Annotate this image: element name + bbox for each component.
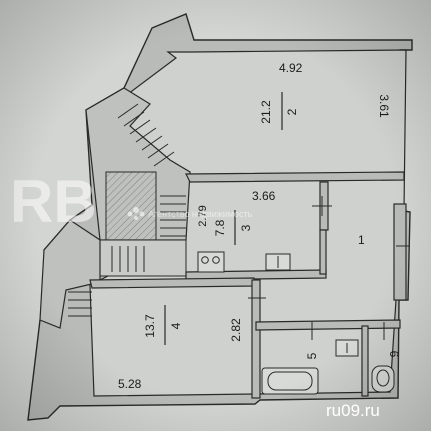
room-4-number: 4 (169, 322, 183, 329)
room-6-number: 6 (387, 351, 401, 358)
room-4-area: 13.7 (143, 314, 157, 338)
watermark-logo-letters: RB (10, 168, 97, 235)
room-3-width: 3.66 (252, 189, 276, 203)
room-5-number: 5 (305, 352, 319, 359)
room-3-area: 7.8 (213, 219, 227, 236)
watermark-agency-text: Агентство недвижимость (148, 209, 253, 219)
source-label: ru09.ru (326, 401, 380, 420)
room-4-width: 5.28 (118, 377, 142, 391)
room-2-width: 4.92 (279, 61, 303, 75)
room-2-area: 21.2 (259, 100, 273, 124)
room-4-length: 2.82 (229, 318, 243, 342)
room-3-number: 3 (239, 224, 253, 231)
room-1-number: 1 (358, 233, 365, 247)
room-2-length: 3.61 (377, 94, 391, 118)
room-2-number: 2 (285, 108, 299, 115)
